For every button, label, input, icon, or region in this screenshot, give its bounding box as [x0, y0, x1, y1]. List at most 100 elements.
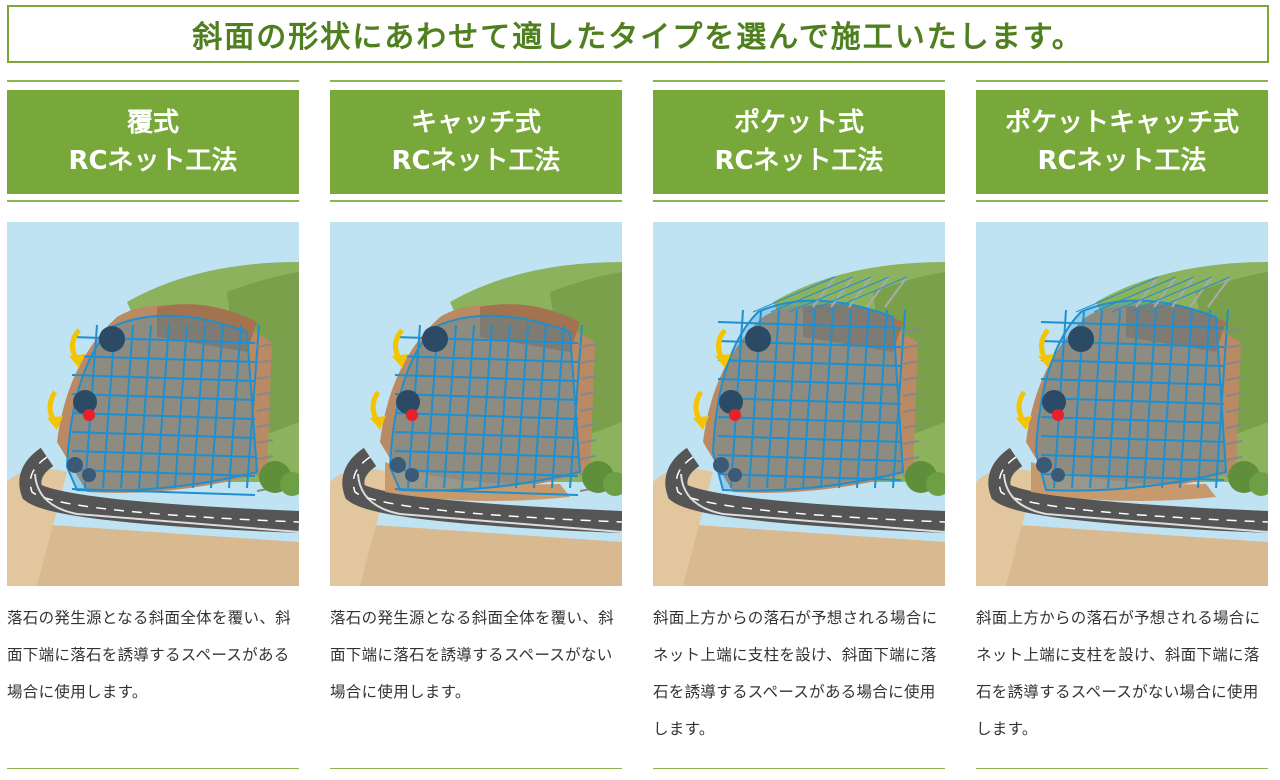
support-post [1189, 276, 1213, 308]
slope-net-illustration [653, 222, 950, 586]
anchor-bar [1225, 392, 1243, 397]
net-rope-horizontal [717, 359, 902, 367]
anchor-bar [256, 391, 274, 396]
anchor-bar [1225, 440, 1243, 445]
anchor-bar [902, 392, 920, 397]
net-rope-vertical [838, 309, 852, 489]
method-description: 落石の発生源となる斜面全体を覆い、斜面下端に落石を誘導するスペースがない場合に使… [330, 609, 614, 701]
falling-rock [99, 326, 125, 352]
net-rope-horizontal [394, 450, 579, 458]
net-rope-vertical [497, 324, 511, 489]
anchor-bar [256, 375, 274, 380]
anchor-bar [256, 407, 274, 412]
method-header: キャッチ式 RCネット工法 [330, 90, 622, 194]
divider [653, 80, 945, 82]
net-rope-horizontal [1040, 359, 1225, 367]
anchor-bar [579, 423, 597, 428]
road-marking [998, 456, 1269, 523]
rock-face [703, 305, 918, 493]
anchor-bar [256, 455, 274, 460]
support-post [812, 276, 836, 308]
impact-marker [83, 409, 95, 421]
anchor-bar [1225, 376, 1243, 381]
method-suffix: RCネット工法 [391, 146, 561, 176]
method-column-cover: 覆式 RCネット工法 落石の発生源となる斜面全体を覆い、斜面下端に落石を誘導する… [7, 80, 304, 775]
pocket-net-line [1075, 276, 1159, 313]
support-post [1207, 276, 1231, 308]
rock-face [1026, 305, 1241, 493]
method-column-catch: キャッチ式 RCネット工法 落石の発生源となる斜面全体を覆い、斜面下端に落石を誘… [330, 80, 627, 775]
anchor-bar [256, 439, 274, 444]
anchor-bar [902, 360, 920, 365]
net-rope-horizontal [71, 469, 256, 477]
anchor-bar [902, 424, 920, 429]
ground [330, 522, 622, 586]
fallen-rock [405, 468, 419, 482]
method-name: 覆式 [126, 108, 179, 138]
net-rope-horizontal [717, 321, 902, 329]
method-suffix: RCネット工法 [1037, 146, 1207, 176]
anchor-bar [1225, 408, 1243, 413]
pocket-net-line [1147, 276, 1231, 313]
net-rope-vertical [120, 324, 134, 489]
divider [330, 768, 622, 769]
net-rope-vertical [102, 324, 116, 489]
net-rope-horizontal [71, 374, 256, 382]
net-rope-horizontal [717, 454, 902, 462]
fall-arrowhead [1016, 416, 1032, 430]
wire-net [65, 314, 259, 492]
net-rope-vertical [1125, 309, 1139, 489]
net-rope-vertical [802, 309, 816, 489]
method-description: 斜面上方からの落石が予想される場合にネット上端に支柱を設け、斜面下端に落石を誘導… [653, 609, 938, 738]
net-rope-horizontal [394, 431, 579, 439]
net-rope-vertical [874, 309, 888, 489]
method-name: ポケット式 [733, 108, 864, 138]
falling-rock [719, 390, 743, 414]
net-rope-vertical [1215, 309, 1229, 489]
pocket-net-line [806, 276, 890, 313]
support-post [1135, 276, 1159, 308]
divider [330, 80, 622, 82]
net-rope-horizontal [1040, 454, 1225, 462]
support-post [1153, 276, 1177, 308]
slope-net-illustration [7, 222, 304, 586]
anchor-bar [256, 343, 274, 348]
divider [653, 200, 945, 202]
anchor-bar [902, 456, 920, 461]
support-post [866, 276, 890, 308]
divider [976, 80, 1268, 82]
fallen-rock [1036, 457, 1052, 473]
divider [976, 768, 1268, 769]
anchor-bar [579, 359, 597, 364]
divider [7, 768, 299, 769]
anchor-bar [1225, 360, 1243, 365]
rock-top [803, 304, 903, 352]
bush [280, 472, 304, 496]
net-rope-horizontal [71, 431, 256, 439]
anchor-bar [256, 423, 274, 428]
falling-rock [396, 390, 420, 414]
net-rope-horizontal [1040, 416, 1225, 424]
net-rope-horizontal [394, 412, 579, 420]
fall-arrowhead [715, 354, 731, 368]
divider [653, 768, 945, 769]
net-rope-vertical [246, 324, 260, 489]
net-rope-vertical [425, 324, 439, 489]
guardrail [357, 473, 623, 533]
slope-net-illustration [976, 222, 1273, 586]
net-rope-vertical [1089, 309, 1103, 489]
anchor-bar [902, 344, 920, 349]
rock-top [1126, 304, 1226, 352]
ground [7, 522, 299, 586]
anchor-bar [579, 439, 597, 444]
net-rope-vertical [138, 324, 152, 489]
net-rope-vertical [856, 309, 870, 489]
bush [603, 472, 627, 496]
road-marking [352, 456, 623, 523]
fallen-rock [728, 468, 742, 482]
falling-rock [422, 326, 448, 352]
anchor-bar [579, 455, 597, 460]
impact-marker [1052, 409, 1064, 421]
support-post [1171, 276, 1195, 308]
net-rope-vertical [766, 309, 780, 489]
